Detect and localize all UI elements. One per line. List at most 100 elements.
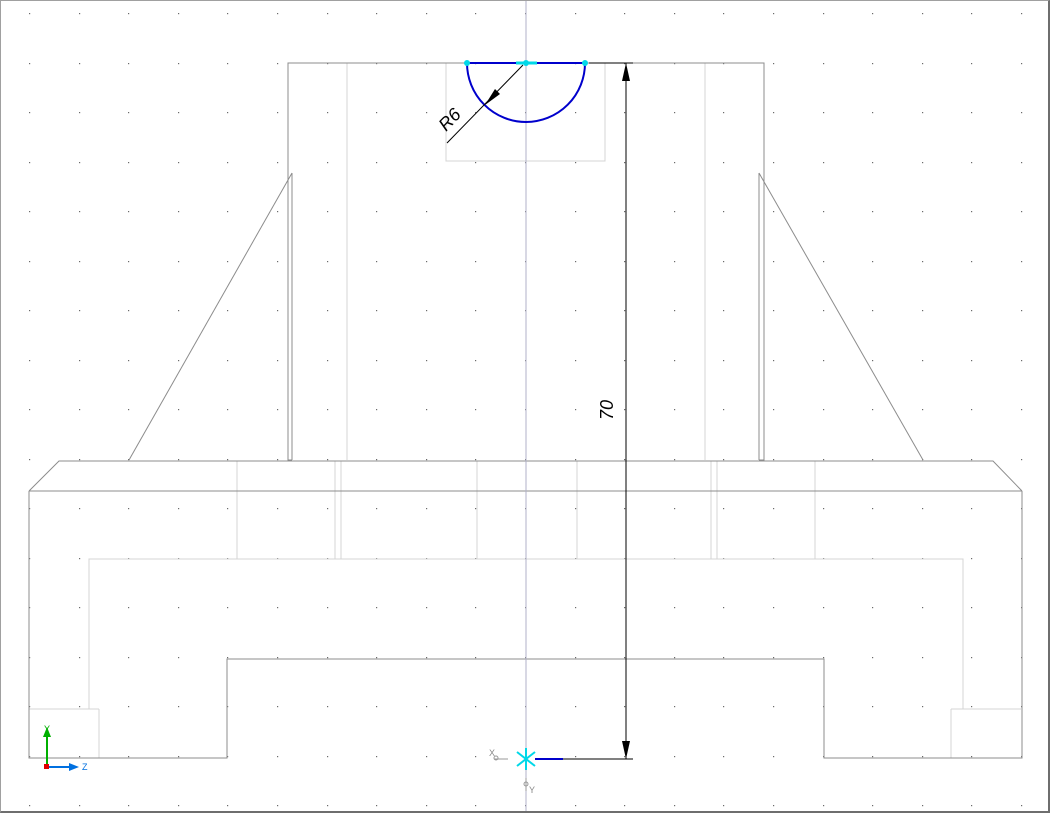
sketch-point[interactable] xyxy=(523,60,529,66)
grid-dot xyxy=(971,459,973,461)
origin-x-label: X xyxy=(489,748,495,758)
grid-dot xyxy=(823,508,825,510)
grid-dot xyxy=(624,459,626,461)
grid-dot xyxy=(723,310,725,312)
grid-dot xyxy=(723,261,725,263)
grid-dot xyxy=(872,310,874,312)
grid-dot xyxy=(971,409,973,411)
grid-dot xyxy=(723,13,725,15)
grid-dot xyxy=(575,657,577,659)
grid-dot xyxy=(178,112,180,114)
grid-dot xyxy=(575,409,577,411)
grid-dot xyxy=(178,63,180,65)
radius-dimension[interactable]: R6 xyxy=(434,64,524,144)
grid-dot xyxy=(227,508,229,510)
grid-dot xyxy=(575,211,577,213)
grid-dot xyxy=(674,360,676,362)
grid-dot xyxy=(178,409,180,411)
grid-dot xyxy=(327,706,329,708)
grid-dot xyxy=(277,360,279,362)
grid-dot xyxy=(872,706,874,708)
grid-dot xyxy=(575,112,577,114)
grid-dot xyxy=(624,360,626,362)
grid-dot xyxy=(79,508,81,510)
grid-dot xyxy=(971,756,973,758)
grid-dot xyxy=(178,657,180,659)
height-dimension-label: 70 xyxy=(597,400,617,420)
grid-dot xyxy=(1021,459,1023,461)
grid-dot xyxy=(327,112,329,114)
grid-dot xyxy=(426,211,428,213)
grid-dot xyxy=(178,607,180,609)
grid-dot xyxy=(277,63,279,65)
grid-dot xyxy=(327,657,329,659)
origin-star-icon[interactable]: X Y xyxy=(489,748,563,795)
grid-dot xyxy=(475,756,477,758)
grid-dot xyxy=(971,607,973,609)
grid-dot xyxy=(128,211,130,213)
grid-dot xyxy=(227,607,229,609)
grid-dot xyxy=(475,409,477,411)
grid-dot xyxy=(922,13,924,15)
grid-dot xyxy=(773,310,775,312)
sketch-point[interactable] xyxy=(464,60,470,66)
grid-dot xyxy=(922,706,924,708)
grid-dot xyxy=(128,112,130,114)
grid-dot xyxy=(674,409,676,411)
grid-dot xyxy=(277,162,279,164)
grid-dot xyxy=(227,657,229,659)
grid-dot xyxy=(376,607,378,609)
grid-dot xyxy=(475,607,477,609)
grid-dot xyxy=(823,261,825,263)
grid-dot xyxy=(773,459,775,461)
grid-dot xyxy=(1021,310,1023,312)
grid-dot xyxy=(823,63,825,65)
grid-dot xyxy=(475,112,477,114)
grid-dot xyxy=(624,310,626,312)
grid-dot xyxy=(674,657,676,659)
grid-dot xyxy=(1021,409,1023,411)
grid-dot xyxy=(872,657,874,659)
grid-dot xyxy=(29,261,31,263)
grid-dot xyxy=(376,310,378,312)
sketch-point[interactable] xyxy=(582,60,588,66)
grid-dot xyxy=(575,706,577,708)
grid-dot xyxy=(79,63,81,65)
grid-dot xyxy=(327,211,329,213)
grid-dot xyxy=(277,459,279,461)
grid-dot xyxy=(227,409,229,411)
grid-dot xyxy=(1021,261,1023,263)
grid-dot xyxy=(674,261,676,263)
origin-y-label: Y xyxy=(529,785,535,795)
grid-dot xyxy=(277,13,279,15)
grid-dot xyxy=(277,657,279,659)
grid-dot xyxy=(823,310,825,312)
grid-dot xyxy=(773,162,775,164)
grid-dot xyxy=(823,13,825,15)
grid-dot xyxy=(674,13,676,15)
grid-dot xyxy=(178,162,180,164)
grid-dot xyxy=(922,261,924,263)
grid-dot xyxy=(79,607,81,609)
grid-dot xyxy=(723,607,725,609)
grid-dot xyxy=(922,360,924,362)
grid-dot xyxy=(227,13,229,15)
grid-dot xyxy=(723,657,725,659)
grid-dot xyxy=(79,805,81,807)
grid-dot xyxy=(79,558,81,560)
grid-dot xyxy=(426,508,428,510)
grid-dot xyxy=(872,360,874,362)
grid-dot xyxy=(823,805,825,807)
grid-dot xyxy=(426,409,428,411)
grid-dot xyxy=(971,13,973,15)
height-dimension[interactable]: 70 xyxy=(561,62,633,760)
grid-dot xyxy=(376,261,378,263)
grid-dot xyxy=(79,706,81,708)
grid-dot xyxy=(773,409,775,411)
sketch-arc[interactable] xyxy=(464,60,588,123)
grid-dot xyxy=(674,162,676,164)
grid-dot xyxy=(29,13,31,15)
grid-dot xyxy=(922,409,924,411)
